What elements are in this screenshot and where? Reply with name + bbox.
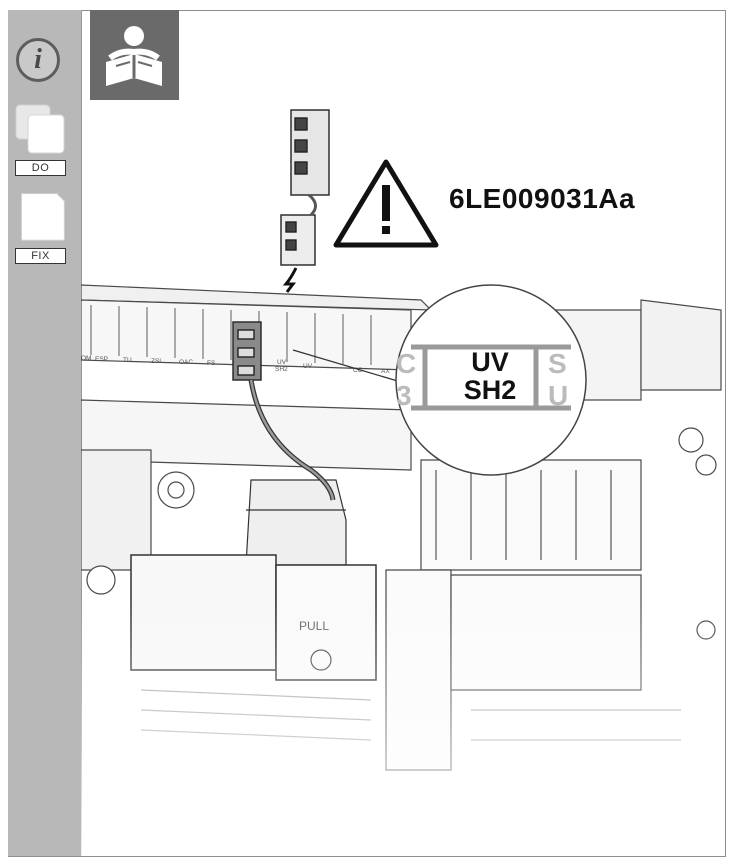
svg-text:UV: UV — [277, 359, 287, 366]
svg-text:AX: AX — [381, 368, 390, 375]
svg-text:CC: CC — [353, 367, 363, 374]
svg-text:TU: TU — [123, 357, 132, 364]
do-label[interactable]: DO — [15, 160, 66, 176]
svg-text:C: C — [396, 348, 416, 379]
svg-text:ZSI: ZSI — [151, 358, 161, 365]
warning-code: 6LE009031Aa — [449, 183, 636, 214]
svg-text:OAC: OAC — [179, 359, 193, 366]
zoom-callout — [395, 284, 587, 476]
fix-tile-icon[interactable] — [14, 190, 70, 242]
svg-text:OM: OM — [81, 355, 91, 362]
svg-text:U: U — [548, 380, 568, 411]
svg-text:FS: FS — [207, 360, 216, 367]
svg-text:3: 3 — [396, 380, 412, 411]
svg-text:SH2: SH2 — [275, 366, 288, 373]
zoom-label-uv: UV — [471, 347, 509, 377]
fix-label[interactable]: FIX — [15, 248, 66, 264]
info-icon[interactable]: i — [16, 38, 60, 82]
svg-text:S: S — [548, 348, 567, 379]
reading-person-icon — [90, 10, 179, 100]
svg-text:UV: UV — [303, 363, 313, 370]
svg-text:ESP: ESP — [95, 356, 108, 363]
zoom-label-sh2: SH2 — [463, 375, 517, 405]
bottom-fade — [81, 600, 724, 856]
do-tile-icon[interactable] — [14, 103, 70, 155]
